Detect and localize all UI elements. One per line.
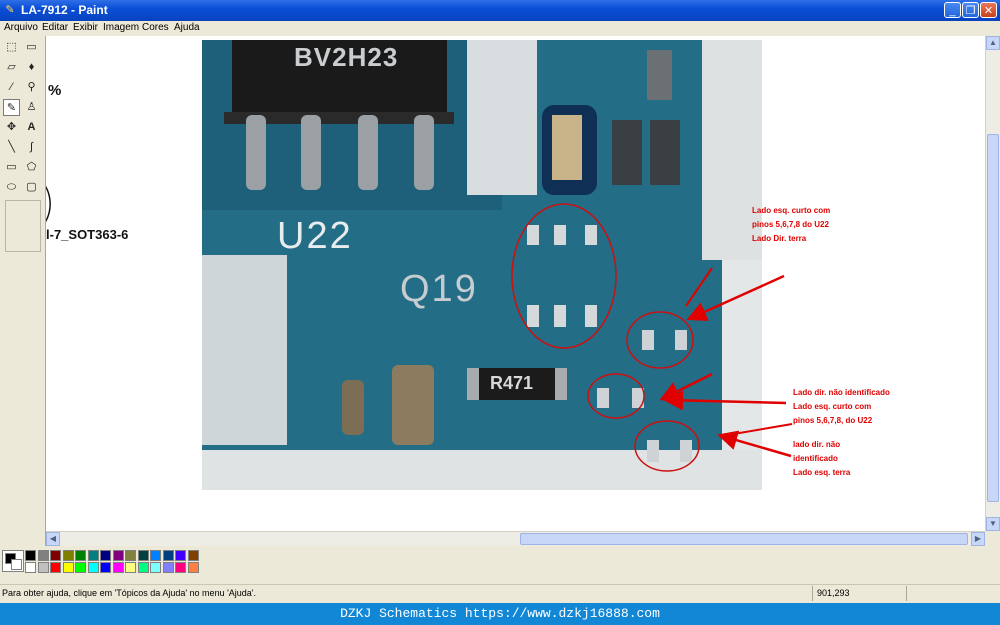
scroll-down-icon[interactable]: ▼ xyxy=(986,517,1000,531)
canvas-part-label: l-7_SOT363-6 xyxy=(46,227,129,242)
palette-swatch[interactable] xyxy=(87,550,99,561)
palette-swatch[interactable] xyxy=(100,562,111,573)
palette-swatch[interactable] xyxy=(187,562,199,573)
polygon-tool-icon[interactable]: ⬠ xyxy=(26,161,37,173)
window-title: LA-7912 - Paint xyxy=(21,3,108,17)
palette-swatch[interactable] xyxy=(175,550,186,561)
palette-swatch[interactable] xyxy=(150,550,161,561)
curve-tool-icon[interactable]: ∫ xyxy=(29,141,33,153)
status-coordinates: 901,293 xyxy=(812,586,902,601)
palette-swatch[interactable] xyxy=(162,562,174,573)
rect-select-icon[interactable]: ▭ xyxy=(26,41,37,53)
rounded-rect-tool-icon[interactable]: ▢ xyxy=(26,181,37,193)
pencil-icon[interactable]: ✎ xyxy=(3,99,20,116)
palette-swatch[interactable] xyxy=(50,550,61,561)
primary-color[interactable] xyxy=(5,553,16,564)
text-tool-icon[interactable]: A xyxy=(27,121,36,133)
annotation-note-3: lado dir. não identificado Lado esq. ter… xyxy=(793,438,850,480)
pcb-photo-drawing xyxy=(202,40,762,490)
vertical-scroll-thumb[interactable] xyxy=(987,134,999,502)
free-select-icon[interactable]: ⬚ xyxy=(6,41,17,53)
palette-swatch[interactable] xyxy=(87,562,99,573)
title-bar: ✎ LA-7912 - Paint _ ❐ ✕ xyxy=(0,0,1000,21)
minimize-button[interactable]: _ xyxy=(944,2,961,18)
palette-swatch[interactable] xyxy=(125,562,136,573)
palette-swatch[interactable] xyxy=(37,562,49,573)
close-button[interactable]: ✕ xyxy=(980,2,997,18)
line-tool-icon[interactable]: ╲ xyxy=(8,141,15,153)
canvas-percent-text: % xyxy=(48,82,62,99)
palette-swatch[interactable] xyxy=(112,550,124,561)
scroll-right-icon[interactable]: ▶ xyxy=(971,532,985,546)
status-help-text: Para obter ajuda, clique em 'Tópicos da … xyxy=(2,588,257,598)
palette-swatch[interactable] xyxy=(25,550,36,561)
current-colors[interactable] xyxy=(2,550,24,572)
annotation-line: identificado xyxy=(793,454,838,463)
annotation-note-2: Lado dir. não identificado Lado esq. cur… xyxy=(793,386,890,428)
chip-marking-text: BV2H23 xyxy=(294,42,399,72)
watermark-banner: DZKJ Schematics https://www.dzkj16888.co… xyxy=(0,603,1000,625)
palette-swatch[interactable] xyxy=(137,550,149,561)
maximize-button[interactable]: ❐ xyxy=(962,2,979,18)
scroll-left-icon[interactable]: ◀ xyxy=(46,532,60,546)
palette-swatch[interactable] xyxy=(175,562,186,573)
paint-app-icon[interactable]: ✎ xyxy=(5,4,15,16)
annotation-line: Lado esq. curto com xyxy=(793,402,872,411)
palette-swatch[interactable] xyxy=(25,562,36,573)
menu-editar[interactable]: Editar xyxy=(42,22,69,33)
annotation-line: lado dir. não xyxy=(793,440,841,449)
scroll-up-icon[interactable]: ▲ xyxy=(986,36,1000,50)
horizontal-scroll-thumb[interactable] xyxy=(520,533,968,545)
palette-swatch[interactable] xyxy=(100,550,111,561)
canvas[interactable]: % l-7_SOT363-6 xyxy=(46,36,985,531)
ellipse-tool-icon[interactable]: ⬭ xyxy=(6,181,17,193)
menu-arquivo[interactable]: Arquivo xyxy=(4,22,38,33)
q19-label: Q19 xyxy=(400,268,478,310)
annotation-line: pinos 5,6,7,8, do U22 xyxy=(793,416,873,425)
palette-swatch[interactable] xyxy=(187,550,199,561)
brush-icon[interactable]: ♙ xyxy=(26,101,37,113)
status-size-panel xyxy=(906,586,999,601)
annotation-line: Lado Dir. terra xyxy=(752,234,807,243)
annotation-note-1: Lado esq. curto com pinos 5,6,7,8 do U22… xyxy=(752,204,830,246)
annotation-line: Lado esq. curto com xyxy=(752,206,831,215)
canvas-arc-shape xyxy=(46,185,51,223)
palette-swatch[interactable] xyxy=(137,562,149,573)
annotation-line: Lado dir. não identificado xyxy=(793,388,890,397)
eraser-icon[interactable]: ▱ xyxy=(7,61,16,73)
tool-box: ⬚ ▭ ▱ ♦ ⁄ ⚲ ✎ ♙ ✥ A ╲ ∫ ▭ ⬠ ⬭ ▢ xyxy=(0,36,46,546)
palette-swatch[interactable] xyxy=(37,550,49,561)
palette-swatch[interactable] xyxy=(112,562,124,573)
palette-swatch[interactable] xyxy=(50,562,61,573)
palette-swatch[interactable] xyxy=(75,550,86,561)
color-palette xyxy=(0,546,1000,584)
palette-swatch[interactable] xyxy=(125,550,136,561)
rectangle-tool-icon[interactable]: ▭ xyxy=(6,161,17,173)
magnifier-icon[interactable]: ⚲ xyxy=(27,81,36,93)
annotation-line: Lado esq. terra xyxy=(793,468,851,477)
status-bar: Para obter ajuda, clique em 'Tópicos da … xyxy=(0,584,1000,603)
fill-bucket-icon[interactable]: ♦ xyxy=(28,61,35,73)
palette-swatch[interactable] xyxy=(75,562,86,573)
palette-swatch[interactable] xyxy=(62,562,74,573)
palette-swatch[interactable] xyxy=(62,550,74,561)
u22-label: U22 xyxy=(277,215,353,257)
menu-cores[interactable]: Cores xyxy=(142,22,169,33)
pcb-photo: BV2H23 U22 Q19 R471 xyxy=(202,40,762,490)
resistor-label: R471 xyxy=(490,373,534,393)
tool-options-box[interactable] xyxy=(5,200,41,252)
menu-imagem[interactable]: Imagem xyxy=(103,22,140,33)
palette-swatch[interactable] xyxy=(150,562,161,573)
menu-exibir[interactable]: Exibir xyxy=(73,22,99,33)
secondary-color[interactable] xyxy=(11,559,22,570)
menu-bar: Arquivo Editar Exibir Imagem Cores Ajuda xyxy=(0,21,1000,36)
vertical-scrollbar[interactable]: ▲ ▼ xyxy=(985,36,1000,531)
annotation-arrows xyxy=(659,267,793,458)
color-picker-icon[interactable]: ⁄ xyxy=(10,81,13,93)
annotation-line: pinos 5,6,7,8 do U22 xyxy=(752,220,829,229)
airbrush-icon[interactable]: ✥ xyxy=(6,121,17,133)
horizontal-scrollbar[interactable]: ◀ ▶ xyxy=(46,531,985,546)
menu-ajuda[interactable]: Ajuda xyxy=(174,22,200,33)
palette-swatch[interactable] xyxy=(162,550,174,561)
